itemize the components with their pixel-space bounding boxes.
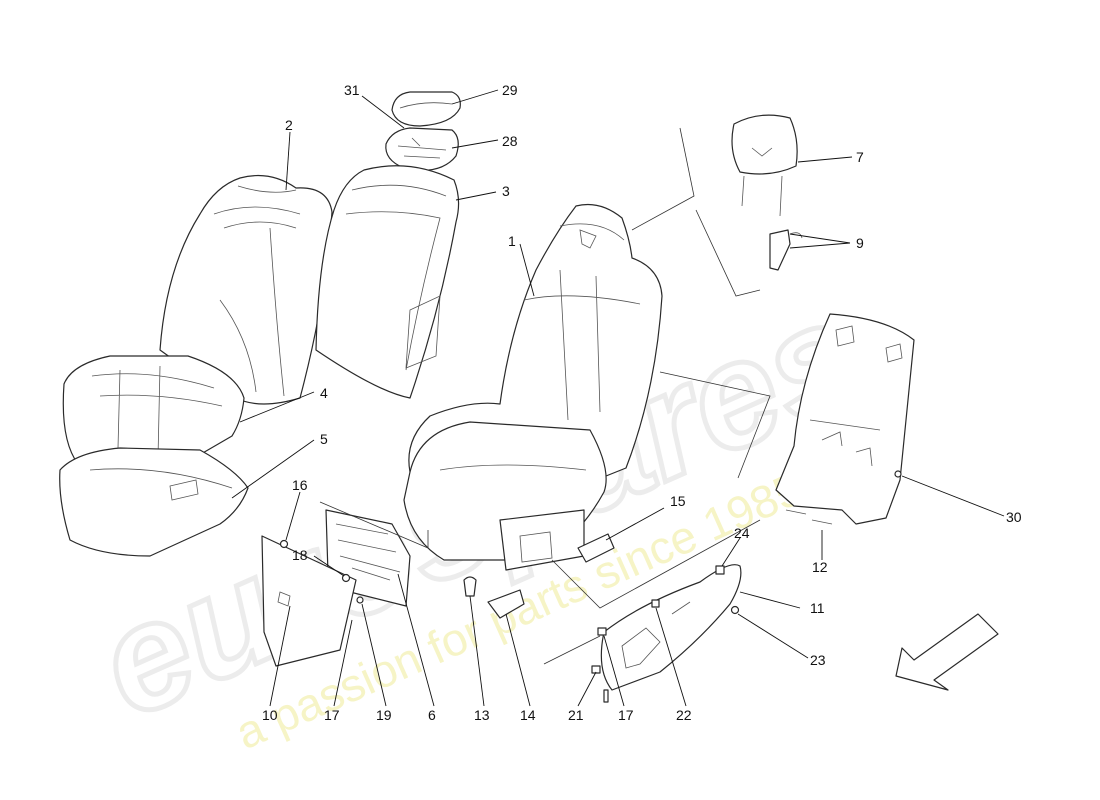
callout-24: 24	[734, 525, 750, 541]
callout-10: 10	[262, 707, 278, 723]
assembly-guide-lines	[319, 127, 771, 665]
callout-21: 21	[568, 707, 584, 723]
seat-back-upholstery-part	[159, 175, 333, 405]
callout-12: 12	[812, 559, 828, 575]
headrest-cushion-part	[391, 91, 461, 127]
backrest-rear-panel-part	[775, 313, 915, 525]
callout-4: 4	[320, 385, 328, 401]
callout-14: 14	[520, 707, 536, 723]
side-trim-cover-part	[600, 564, 742, 691]
callout-23: 23	[810, 652, 826, 668]
callout-18: 18	[292, 547, 308, 563]
callout-labels: 1 2 3 4 5 6 7 9 10 11 12 13 14 15 16 17 …	[262, 82, 1022, 723]
callout-17-left: 17	[324, 707, 340, 723]
callout-6: 6	[428, 707, 436, 723]
callout-5: 5	[320, 431, 328, 447]
seat-back-frame-part	[315, 165, 460, 399]
callout-13: 13	[474, 707, 490, 723]
callout-19: 19	[376, 707, 392, 723]
headrest-guide-part	[769, 229, 803, 271]
callout-15: 15	[670, 493, 686, 509]
callout-2: 2	[285, 117, 293, 133]
callout-29: 29	[502, 82, 518, 98]
callout-9: 9	[856, 235, 864, 251]
trim-panel-part	[261, 535, 357, 667]
callout-7: 7	[856, 149, 864, 165]
callout-1: 1	[508, 233, 516, 249]
callout-16: 16	[292, 477, 308, 493]
callout-11: 11	[810, 600, 825, 616]
callout-22: 22	[676, 707, 692, 723]
callout-31: 31	[344, 82, 360, 98]
callout-30: 30	[1006, 509, 1022, 525]
seat-base-part	[59, 447, 249, 557]
headrest-frame-part	[385, 127, 459, 171]
headrest-part	[731, 114, 798, 217]
callout-3: 3	[502, 183, 510, 199]
leader-lines	[231, 89, 1005, 707]
seat-cushion-part	[62, 355, 245, 475]
complete-seat-part	[403, 203, 663, 571]
direction-arrow-icon	[895, 613, 999, 691]
callout-28: 28	[502, 133, 518, 149]
callout-17-right: 17	[618, 707, 634, 723]
small-fasteners	[279, 470, 902, 703]
